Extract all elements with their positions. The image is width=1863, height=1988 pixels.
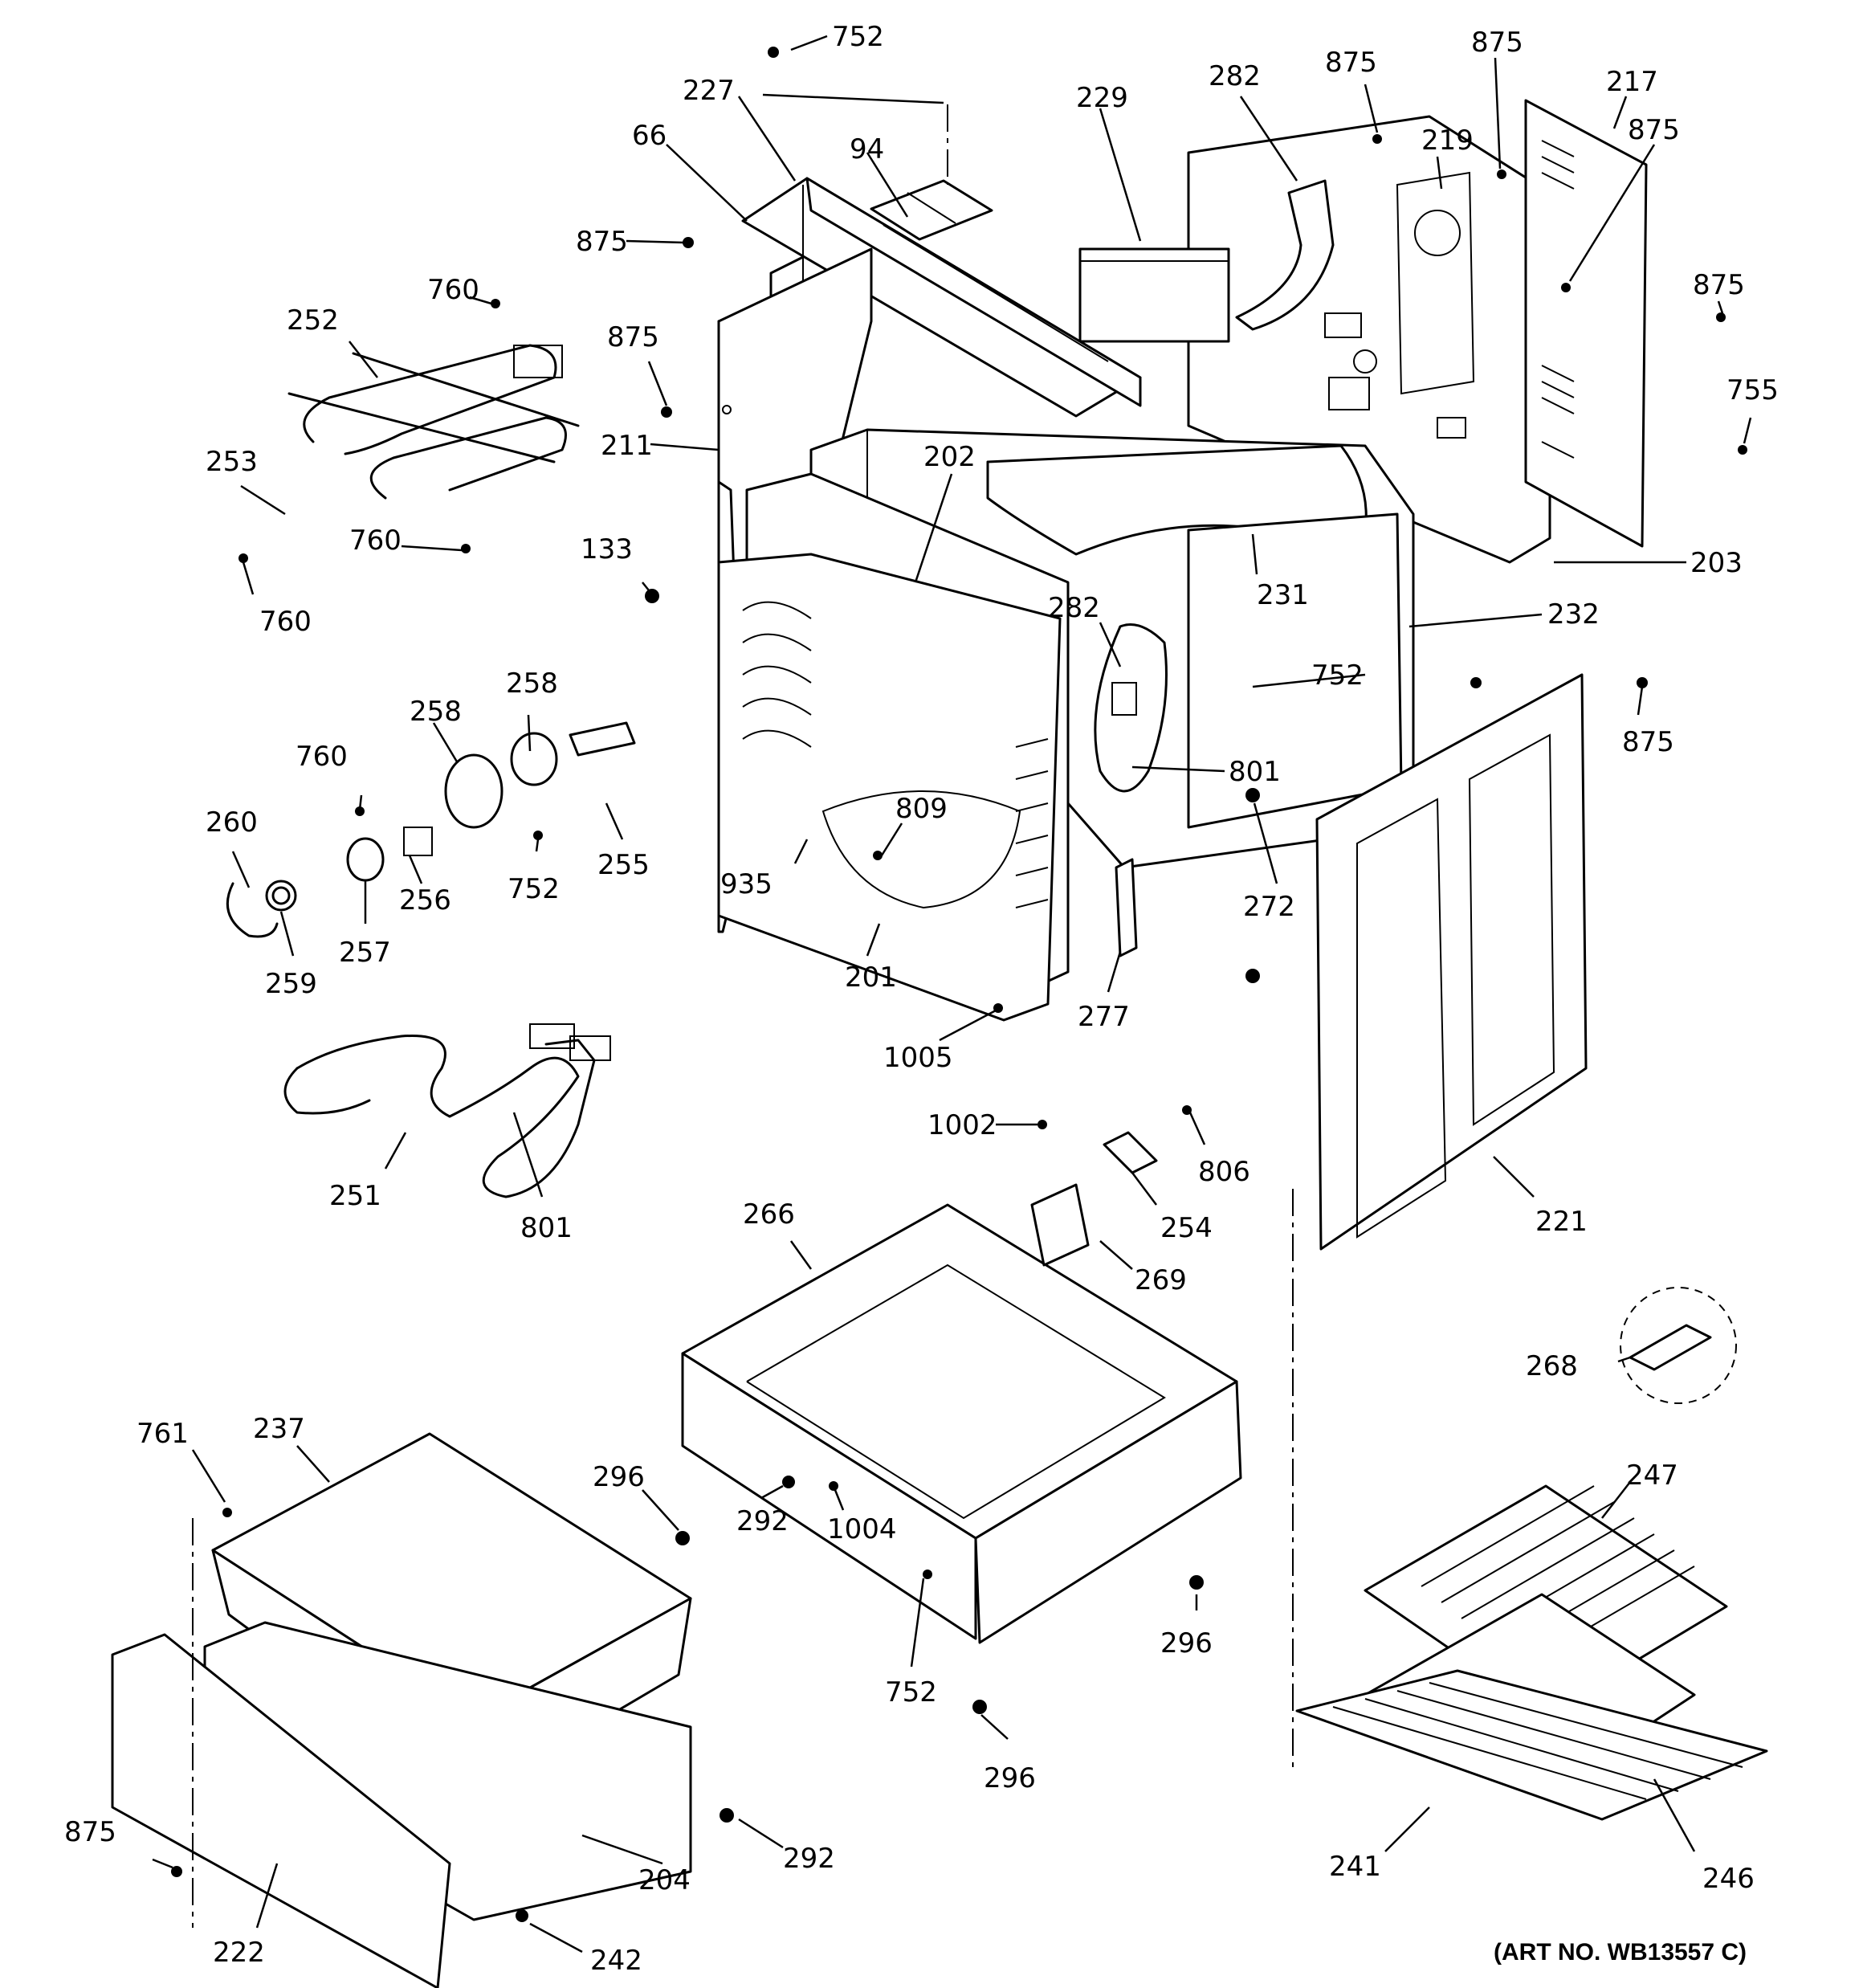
callout-211: 211 (601, 430, 653, 462)
side-panel-part-221 (1315, 673, 1588, 1251)
callout-875: 875 (576, 226, 628, 258)
side-panel-part-217 (1524, 99, 1648, 548)
callout-94: 94 (850, 133, 884, 165)
callout-202: 202 (923, 441, 976, 473)
callout-201: 201 (845, 961, 897, 994)
callout-875: 875 (1693, 269, 1745, 301)
callout-256: 256 (399, 884, 451, 916)
callout-251: 251 (329, 1180, 381, 1212)
callout-66: 66 (632, 120, 667, 152)
callout-242: 242 (590, 1945, 642, 1977)
callout-268: 268 (1526, 1350, 1578, 1382)
callout-935: 935 (720, 868, 773, 900)
callout-260: 260 (206, 806, 258, 839)
callout-760: 760 (296, 741, 348, 773)
callout-875: 875 (1622, 726, 1674, 758)
callout-760: 760 (259, 606, 312, 638)
callout-266: 266 (743, 1198, 795, 1231)
callout-752: 752 (508, 873, 560, 905)
oven-rack-part-241 (1295, 1669, 1768, 1821)
callout-875: 875 (1325, 47, 1377, 79)
callout-801: 801 (520, 1212, 573, 1244)
top-bracket-part-66 (741, 177, 1142, 418)
callout-217: 217 (1606, 66, 1658, 98)
callout-133: 133 (581, 533, 633, 565)
callout-272: 272 (1243, 891, 1295, 923)
callout-752: 752 (832, 21, 884, 53)
callout-258: 258 (506, 667, 558, 700)
callout-203: 203 (1690, 547, 1743, 579)
callout-269: 269 (1135, 1264, 1187, 1296)
insulation-side-part-282 (1094, 623, 1168, 793)
callout-875: 875 (64, 1816, 116, 1848)
callout-1005: 1005 (883, 1042, 953, 1074)
leader-lines (152, 35, 1752, 1953)
callout-204: 204 (638, 1864, 691, 1896)
callout-221: 221 (1535, 1206, 1588, 1238)
bottom-frame-part-266 (681, 1203, 1242, 1644)
callout-296: 296 (984, 1762, 1036, 1794)
callout-252: 252 (287, 304, 339, 337)
callout-254: 254 (1160, 1212, 1213, 1244)
callout-292: 292 (783, 1843, 835, 1875)
callout-760: 760 (427, 274, 479, 306)
hinge-bracket-part-277 (1115, 858, 1138, 957)
cavity-rear-part-232 (1187, 512, 1403, 829)
callout-258: 258 (410, 696, 462, 728)
callout-760: 760 (349, 525, 402, 557)
callout-1002: 1002 (927, 1109, 997, 1141)
callout-222: 222 (213, 1937, 265, 1969)
callout-292: 292 (736, 1505, 789, 1537)
callout-761: 761 (137, 1418, 189, 1450)
callout-875: 875 (1471, 27, 1523, 59)
callout-296: 296 (593, 1461, 645, 1493)
callout-806: 806 (1198, 1156, 1250, 1188)
detail-inset-part-268 (1620, 1287, 1737, 1404)
bracket-part-254 (1103, 1131, 1158, 1174)
callout-1004: 1004 (827, 1513, 897, 1545)
callout-282: 282 (1209, 60, 1261, 92)
callout-257: 257 (339, 937, 391, 969)
callout-259: 259 (265, 968, 317, 1000)
callout-237: 237 (253, 1413, 305, 1445)
callout-282: 282 (1048, 592, 1100, 624)
callout-labels: 752 227 66 94 229 282 875 875 219 217 87… (64, 21, 1779, 1977)
art-number: (ART NO. WB13557 C) (1494, 1939, 1747, 1966)
oven-liner-part-201 (717, 472, 1070, 1022)
insulation-part-229 (1078, 247, 1230, 343)
bake-element-part-251 (283, 1023, 611, 1198)
callout-809: 809 (895, 793, 948, 825)
callout-801: 801 (1229, 756, 1281, 788)
callout-875: 875 (1628, 114, 1680, 146)
callout-229: 229 (1076, 82, 1128, 114)
callout-255: 255 (597, 849, 650, 881)
drawer-front-part-222 (111, 1633, 451, 1988)
callout-231: 231 (1257, 579, 1309, 611)
callout-246: 246 (1702, 1863, 1755, 1895)
callout-247: 247 (1626, 1459, 1678, 1492)
callout-875: 875 (607, 321, 659, 353)
callout-241: 241 (1329, 1851, 1381, 1883)
callout-755: 755 (1726, 374, 1779, 406)
callout-752: 752 (885, 1676, 937, 1708)
light-assembly (226, 721, 636, 938)
callout-232: 232 (1547, 598, 1600, 631)
callout-752: 752 (1311, 659, 1364, 692)
callout-277: 277 (1078, 1001, 1130, 1033)
callout-227: 227 (683, 75, 735, 107)
duct-part-282-upper (1235, 179, 1335, 331)
screws (171, 47, 1747, 1922)
callout-219: 219 (1421, 125, 1474, 157)
broil-element-part-252 (287, 344, 580, 500)
rail-part-94 (870, 179, 993, 241)
callout-253: 253 (206, 446, 258, 478)
callout-296: 296 (1160, 1627, 1213, 1659)
bracket-part-269 (1030, 1183, 1090, 1267)
